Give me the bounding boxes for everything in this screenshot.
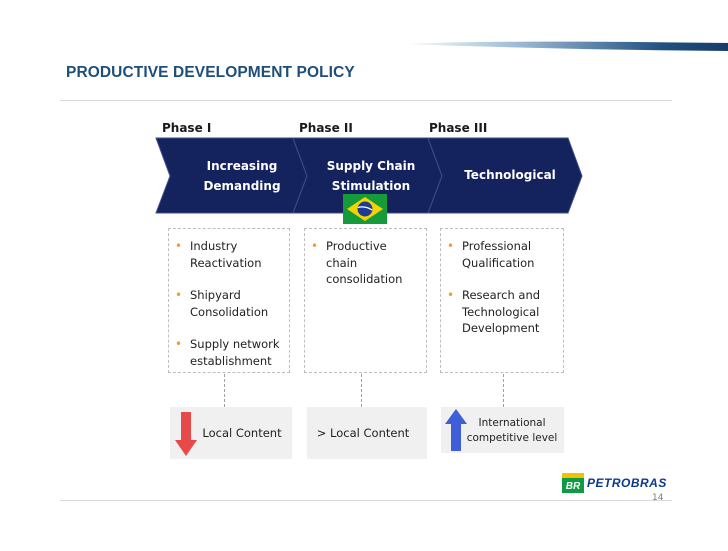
connector-phase-3 — [503, 374, 504, 407]
bullet-line: Consolidation — [190, 304, 269, 319]
bullet-line: Development — [462, 321, 540, 335]
outcome-line: > Local Content — [316, 426, 410, 440]
bullet-line: establishment — [190, 353, 272, 368]
bullet-line: Supply network — [190, 337, 280, 351]
header-swoosh — [400, 41, 728, 51]
bullet-line: chain — [326, 255, 358, 270]
outcome-line: competitive level — [466, 432, 558, 444]
red-down-arrow-icon — [175, 412, 197, 456]
phase-3-outcome-text: International competitive level — [463, 416, 561, 446]
stage-2-label: Supply Chain Stimulation — [315, 156, 427, 196]
phase-2-outcome-text: > Local Content — [307, 426, 419, 440]
bullet-line: Technological — [462, 304, 540, 319]
bullet-item: Supply network establishment — [169, 336, 289, 369]
bullet-line: Qualification — [462, 255, 535, 270]
outcome-line: International — [478, 417, 546, 429]
page-number: 14 — [652, 493, 664, 503]
bullet-line: consolidation — [326, 272, 403, 286]
petrobras-logo-text: PETROBRAS — [587, 476, 667, 490]
slide-title: PRODUCTIVE DEVELOPMENT POLICY — [66, 64, 355, 81]
phase-1-outcome-box: Local Content — [170, 407, 292, 459]
outcome-line: Local Content — [202, 426, 282, 440]
phase-1-label: Phase I — [162, 121, 212, 135]
chevron-phase-3 — [427, 137, 583, 214]
phase-3-label: Phase III — [429, 121, 488, 135]
blue-up-arrow-icon — [445, 409, 467, 451]
phase-1-bullet-box: Industry Reactivation Shipyard Consolida… — [168, 228, 290, 373]
stage-1-label: Increasing Demanding — [186, 156, 298, 196]
stage-3-line-1: Technological — [464, 168, 556, 182]
footer-divider — [60, 500, 672, 501]
stage-2-line-2: Stimulation — [331, 179, 411, 193]
petrobras-logo-icon: BR — [562, 473, 584, 493]
title-divider — [60, 100, 672, 101]
bullet-line: Reactivation — [190, 255, 262, 270]
phase-3-outcome-box: International competitive level — [441, 407, 564, 453]
phase-1-outcome-text: Local Content — [198, 426, 286, 440]
connector-phase-2 — [361, 374, 362, 407]
connector-phase-1 — [224, 374, 225, 407]
phase-2-bullet-box: Productive chain consolidation — [304, 228, 427, 373]
phase-3-bullet-box: Professional Qualification Research and … — [440, 228, 564, 373]
bullet-line: Industry — [190, 239, 238, 253]
bullet-item: Shipyard Consolidation — [169, 287, 289, 320]
stage-3-label: Technological — [450, 165, 570, 185]
bullet-line: Productive — [326, 239, 387, 253]
phase-2-label: Phase II — [299, 121, 353, 135]
bullet-line: Research and — [462, 288, 541, 302]
logo-badge-text: BR — [566, 481, 581, 492]
stage-1-line-1: Increasing — [206, 159, 278, 173]
stage-1-line-2: Demanding — [203, 179, 281, 193]
bullet-item: Industry Reactivation — [169, 238, 289, 271]
brazil-flag-icon — [343, 194, 387, 224]
bullet-line: Shipyard — [190, 288, 241, 302]
stage-2-line-1: Supply Chain — [326, 159, 416, 173]
bullet-item: Productive chain consolidation — [305, 238, 426, 288]
phase-2-outcome-box: > Local Content — [307, 407, 427, 459]
bullet-line: Professional — [462, 239, 532, 253]
bullet-item: Research and Technological Development — [441, 287, 563, 337]
bullet-item: Professional Qualification — [441, 238, 563, 271]
